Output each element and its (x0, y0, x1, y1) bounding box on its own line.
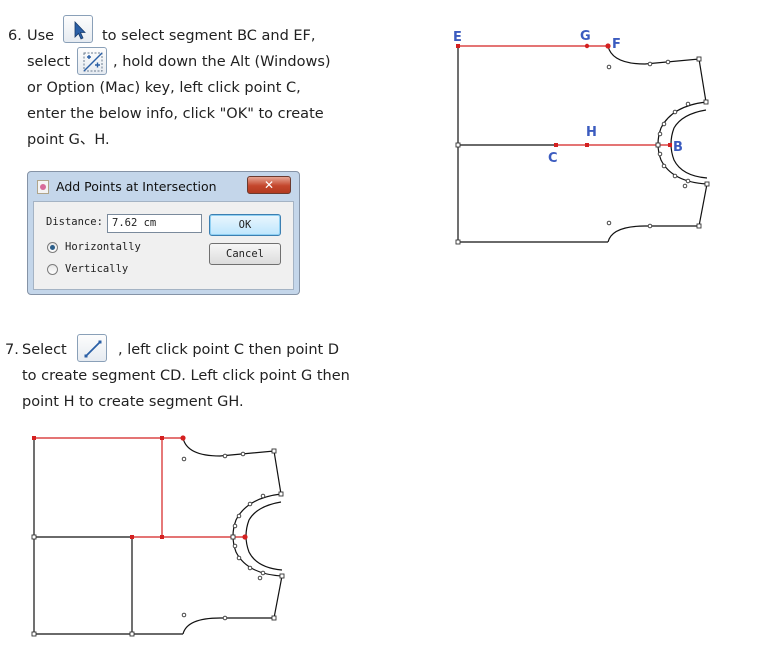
dialog-body: Distance: 7.62 cm OK Cancel Horizontally… (33, 201, 294, 290)
step7-line3: point H to create segment GH. (22, 394, 244, 410)
distance-label: Distance: (46, 216, 103, 228)
step6-line2-a: select (27, 54, 71, 70)
step6-line1-a: Use (27, 28, 55, 44)
label-f: F (612, 37, 621, 52)
step7-number: 7. (5, 342, 19, 358)
step6-line1-b: to select segment BC and EF, (102, 28, 316, 44)
label-h: H (586, 125, 597, 140)
top-control-points (455, 56, 710, 245)
dialog-app-icon (37, 180, 49, 194)
add-points-dialog: Add Points at Intersection ✕ Distance: 7… (27, 171, 300, 295)
label-c: C (548, 151, 558, 166)
step7-line1-b: , left click point C then point D (118, 342, 339, 358)
select-arrow-icon (63, 15, 93, 43)
top-outline (457, 45, 708, 243)
ok-button[interactable]: OK (209, 214, 281, 236)
radio-vertically[interactable] (47, 264, 58, 275)
label-b: B (673, 140, 683, 155)
line-tool-icon (77, 334, 107, 362)
step7-line1-a: Select (22, 342, 67, 358)
radio-vertically-label: Vertically (65, 263, 129, 275)
step6-line4: enter the below info, click "OK" to crea… (27, 106, 324, 122)
bottom-control-points (31, 448, 285, 637)
dialog-title: Add Points at Intersection (56, 179, 217, 194)
radio-horizontally-label: Horizontally (65, 241, 141, 253)
dialog-close-button[interactable]: ✕ (247, 176, 291, 194)
step7-line2: to create segment CD. Left click point G… (22, 368, 350, 384)
step6-line3: or Option (Mac) key, left click point C, (27, 80, 301, 96)
add-points-intersection-icon (77, 47, 107, 75)
cancel-button[interactable]: Cancel (209, 243, 281, 265)
distance-input[interactable]: 7.62 cm (107, 214, 202, 233)
step6-line2-b: , hold down the Alt (Windows) (113, 54, 331, 70)
radio-horizontally[interactable] (47, 242, 58, 253)
top-red-points (456, 43, 672, 147)
top-red-segments (458, 45, 670, 146)
step6-number: 6. (8, 28, 22, 44)
label-g: G (580, 29, 591, 44)
label-e: E (453, 30, 462, 45)
bottom-red-points (32, 435, 248, 540)
bottom-red-segments (34, 437, 245, 538)
bottom-outline (33, 437, 283, 635)
step6-line5: point G、H. (27, 132, 110, 148)
